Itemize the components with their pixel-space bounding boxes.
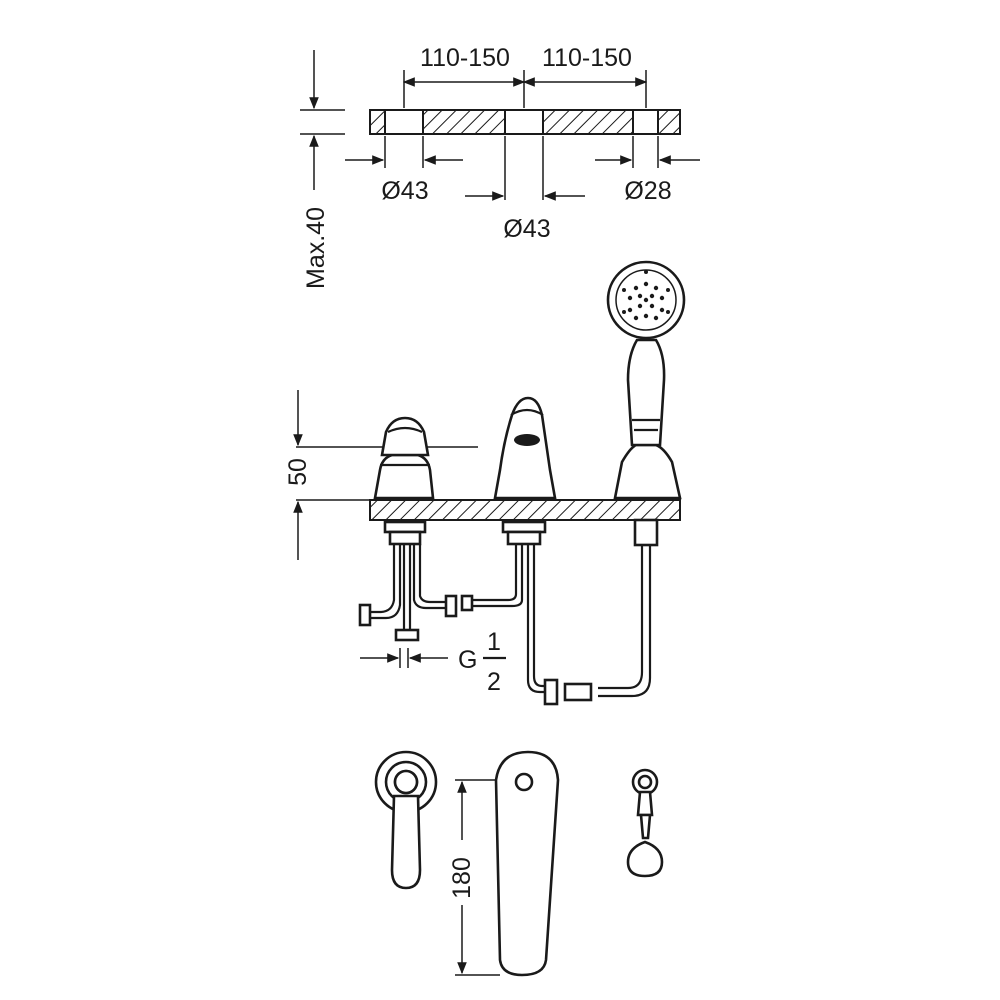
hole-left bbox=[384, 109, 424, 135]
thread-letter: G bbox=[458, 646, 477, 674]
mixer-valve bbox=[373, 416, 435, 500]
height-label: 50 bbox=[284, 458, 312, 486]
handshower bbox=[606, 260, 686, 500]
shower-nozzles bbox=[622, 270, 670, 321]
thread-numerator: 1 bbox=[487, 628, 501, 656]
spout-length-label: 180 bbox=[448, 857, 476, 899]
plan-view: 180 bbox=[374, 750, 664, 977]
hole-right-label: Ø28 bbox=[624, 177, 671, 205]
pipes bbox=[358, 544, 652, 706]
hole-center bbox=[504, 109, 544, 135]
hole-left-label: Ø43 bbox=[381, 177, 428, 205]
thread-denominator: 2 bbox=[487, 668, 501, 696]
hole-right bbox=[632, 109, 659, 135]
deck-section bbox=[369, 499, 681, 521]
thread-dimension: G 1 2 bbox=[360, 628, 506, 696]
spacing-left-label: 110-150 bbox=[420, 44, 510, 72]
handshower-plan bbox=[626, 768, 664, 878]
front-elevation: 50 bbox=[284, 260, 686, 706]
spacing-right-label: 110-150 bbox=[542, 44, 632, 72]
deck-hole-layout: 110-150 110-150 Ø43 Ø43 Ø28 Max.40 bbox=[300, 44, 700, 289]
mixer-lever-plan bbox=[374, 750, 438, 890]
spout-body bbox=[493, 396, 557, 500]
hole-center-label: Ø43 bbox=[503, 215, 550, 243]
underdeck-fittings bbox=[383, 518, 659, 547]
deck-thickness-label: Max.40 bbox=[302, 207, 330, 289]
spout-plan bbox=[494, 750, 560, 977]
